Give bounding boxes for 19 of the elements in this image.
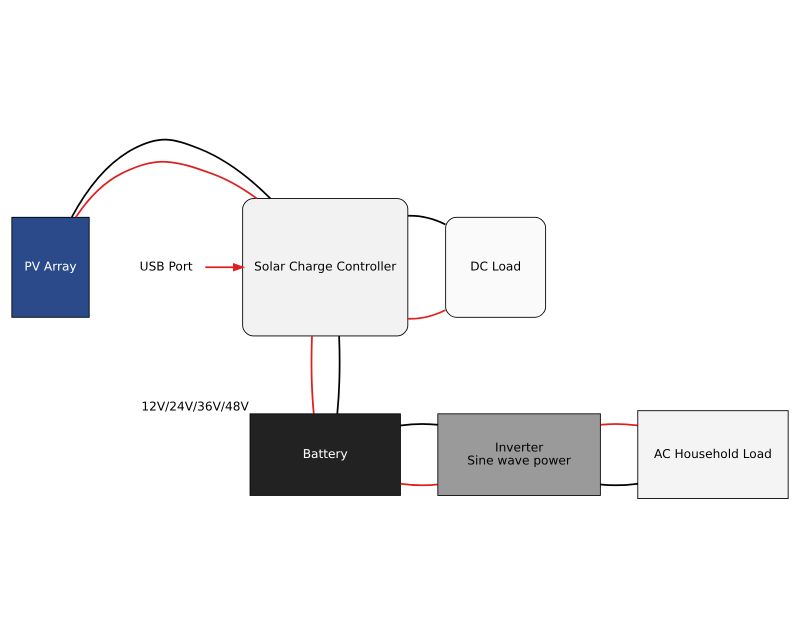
connector [600,423,638,426]
node-box: AC Household Load [637,410,789,499]
connector [310,336,315,414]
node-box: PV Array [11,216,90,318]
connector [600,482,638,486]
connector [71,138,271,218]
node-box: DC Load [445,216,546,318]
connector [75,160,258,218]
node-box: Battery [250,413,401,496]
connector [408,309,446,320]
connector [408,214,446,226]
connector [400,482,438,486]
arrow [205,263,246,272]
connector [400,423,438,426]
node-text: USB Port [140,259,193,274]
node-box: Inverter Sine wave power [437,413,601,496]
connector [336,336,340,414]
node-box: Solar Charge Controller [242,198,408,336]
node-label: 12V/24V/36V/48V [141,399,249,414]
